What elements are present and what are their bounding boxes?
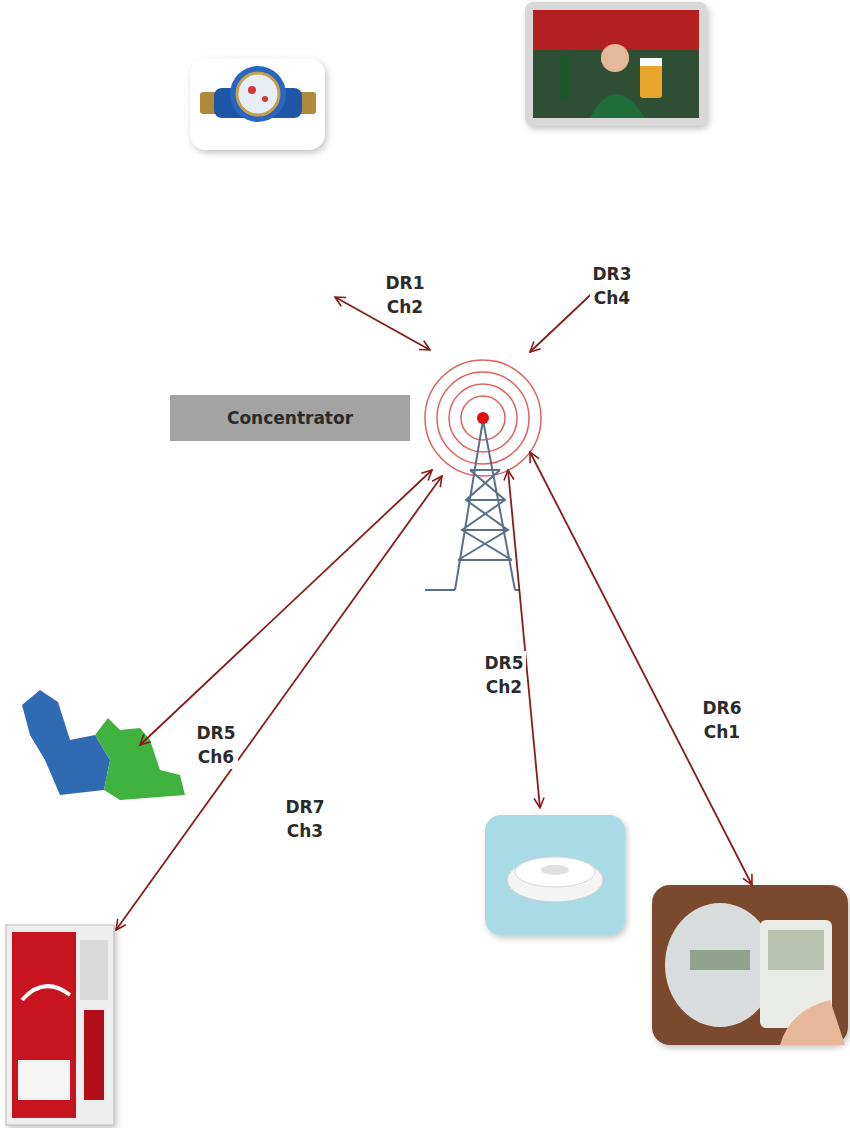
link-parameter: DR3 Ch4 — [590, 262, 633, 310]
radio-link — [116, 476, 442, 930]
link-parameter: DR5 Ch2 — [482, 651, 525, 699]
radio-link — [140, 470, 432, 745]
radio-link — [508, 470, 540, 808]
concentrator-tower — [425, 360, 541, 590]
concentrator-box: Concentrator — [170, 395, 410, 441]
electric-meter-icon — [652, 885, 848, 1045]
smoke-detector-icon — [485, 815, 625, 935]
link-parameter: DR6 Ch1 — [700, 696, 743, 744]
link-parameter: DR1 Ch2 — [383, 271, 426, 319]
node-label: Concentrator — [227, 408, 353, 428]
link-parameter: DR5 Ch6 — [194, 721, 237, 769]
beer-sign-icon — [525, 2, 707, 126]
vending-machine-icon — [6, 925, 114, 1125]
link-parameter: DR7 Ch3 — [283, 795, 326, 843]
water-meter-icon — [190, 58, 325, 150]
radio-link — [530, 452, 752, 885]
radio-links — [116, 267, 752, 930]
pet-icon — [22, 690, 185, 800]
